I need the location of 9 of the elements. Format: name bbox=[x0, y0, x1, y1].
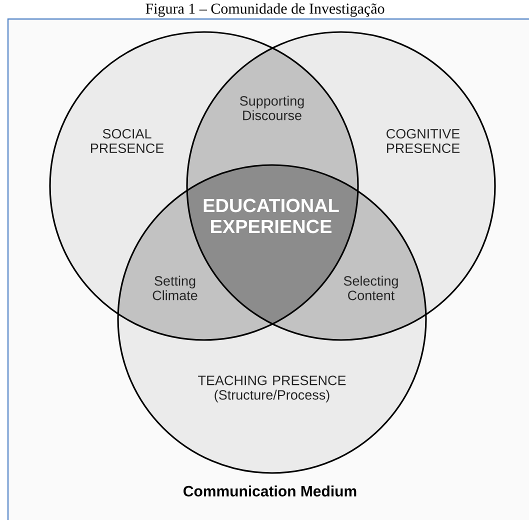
medium-label: Communication Medium bbox=[184, 486, 356, 496]
region-label: Selecting Content bbox=[344, 276, 398, 300]
region-label: Setting Climate bbox=[152, 276, 198, 300]
region-label: TEACHING PRESENCE (Structure/Process) bbox=[198, 376, 346, 402]
region-label: EDUCATIONAL EXPERIENCE bbox=[204, 198, 339, 234]
region-label: Supporting Discourse bbox=[240, 96, 304, 120]
region-label: COGNITIVE PRESENCE bbox=[386, 128, 460, 154]
figure-title: Figura 1 – Comunidade de Investigação bbox=[146, 3, 384, 17]
region-label: SOCIAL PRESENCE bbox=[90, 128, 164, 154]
